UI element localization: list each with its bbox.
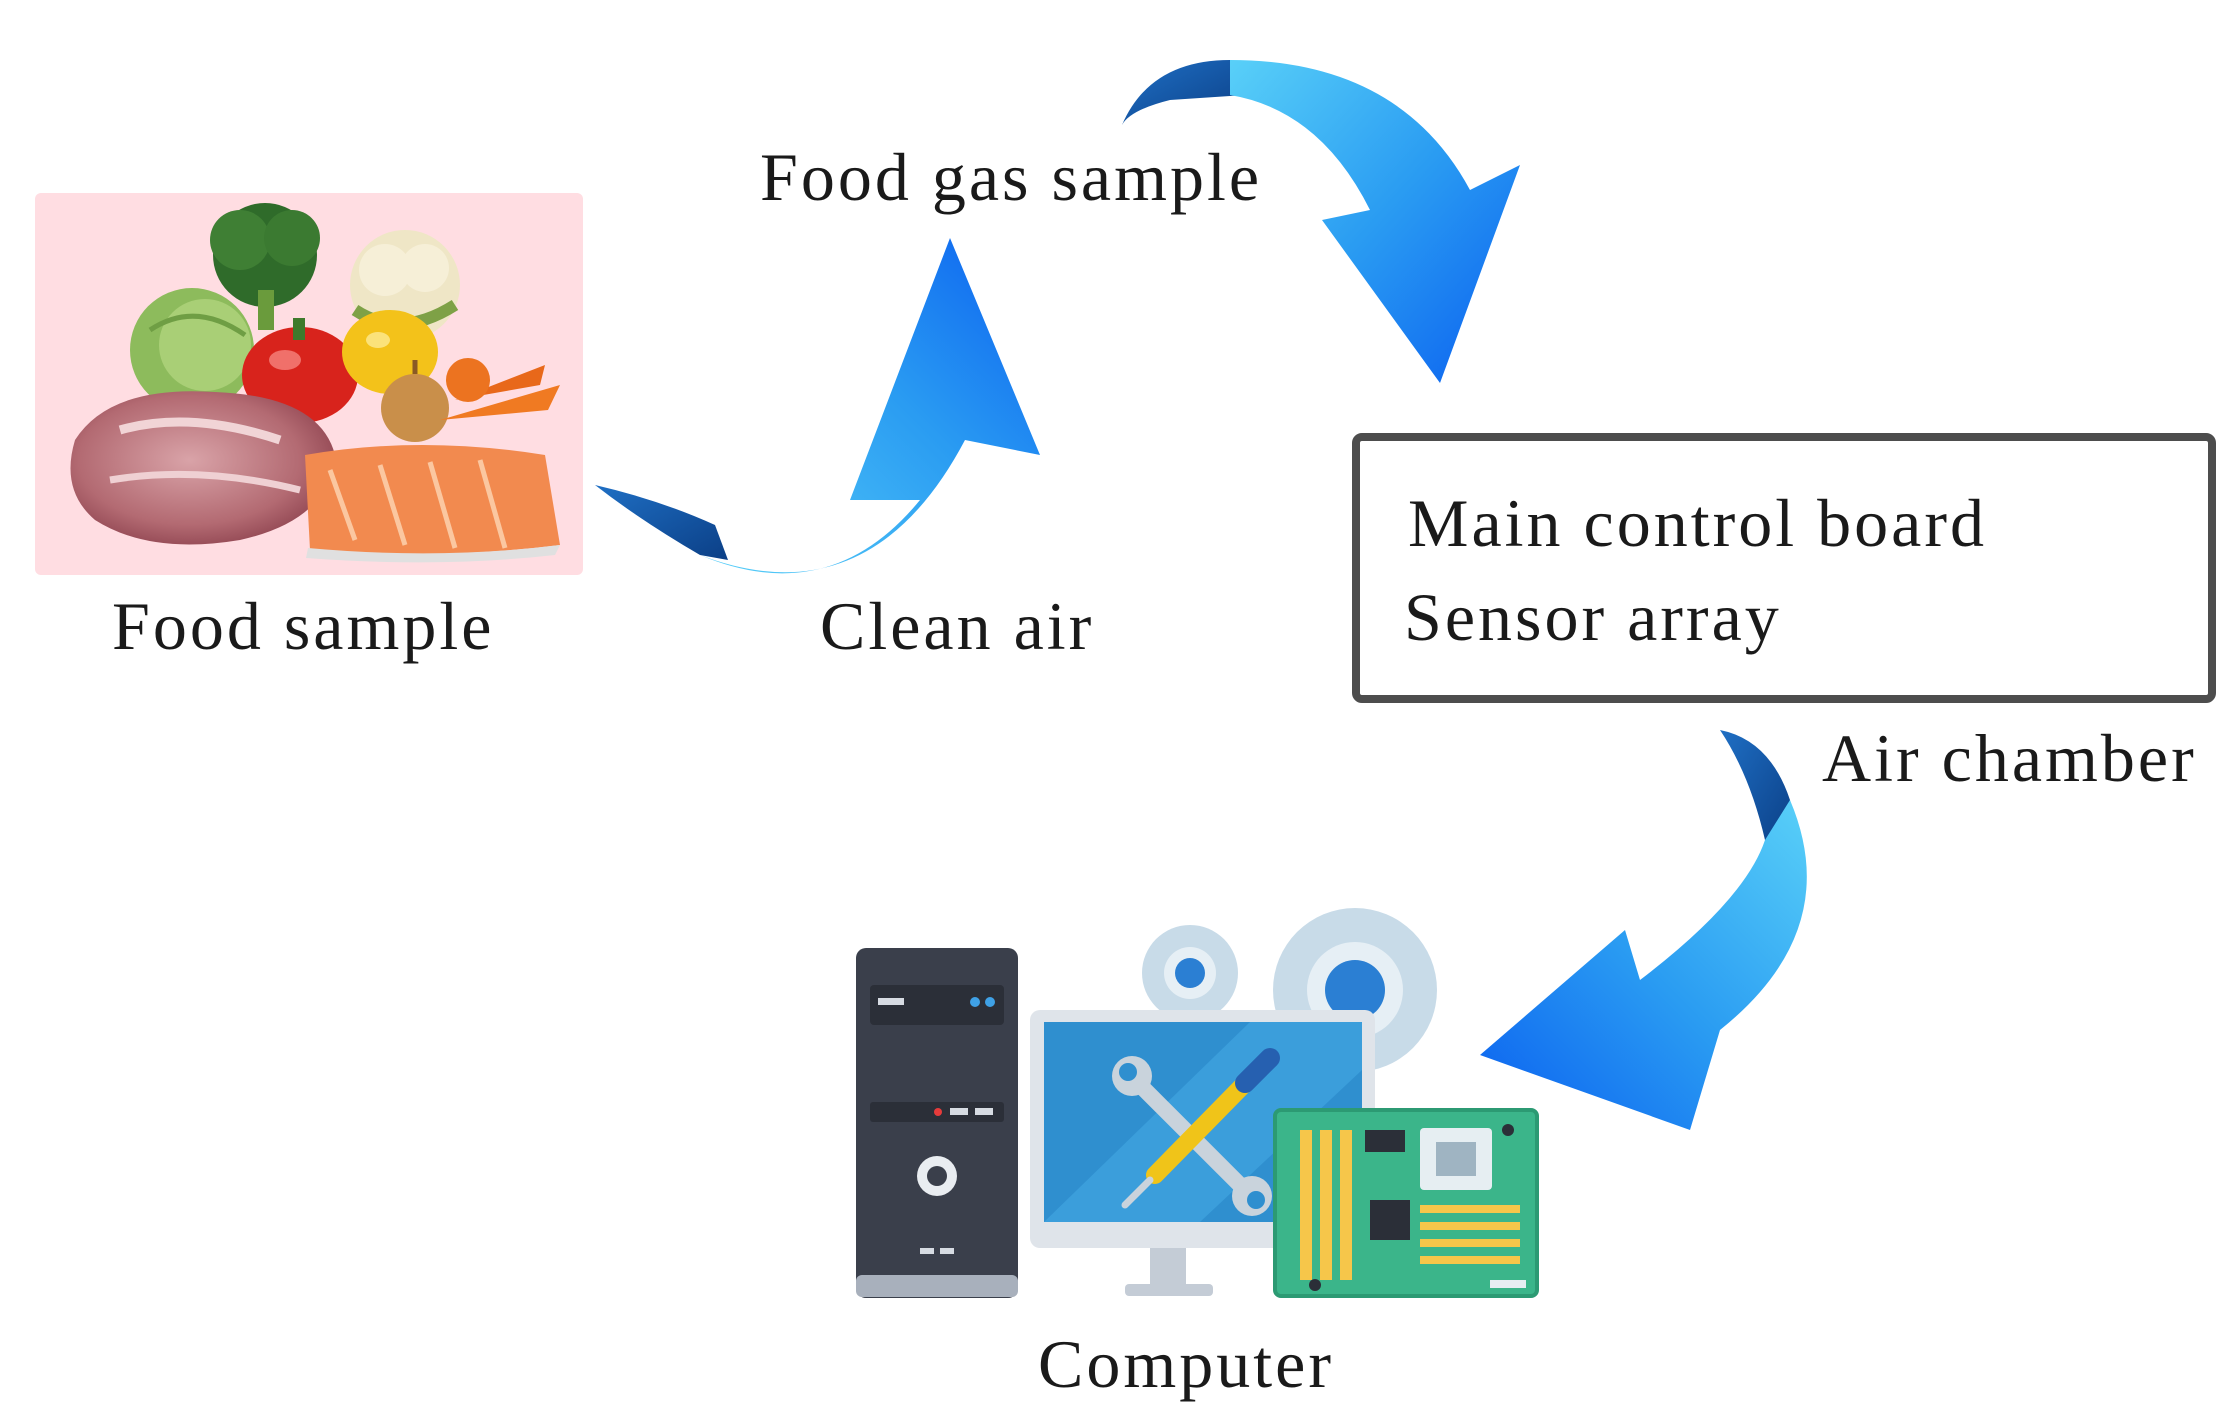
main-control-board-label: Main control board <box>1408 485 1987 561</box>
clean-air-arrow-icon <box>595 238 1040 574</box>
food-sample-label: Food sample <box>112 588 495 664</box>
computer-label: Computer <box>1038 1326 1334 1402</box>
circuit-board-icon <box>1273 1108 1539 1298</box>
food-sample-image <box>35 193 583 575</box>
food-gas-sample-label: Food gas sample <box>760 139 1263 215</box>
chamber-to-computer-arrow-icon <box>1480 730 1807 1130</box>
clean-air-label: Clean air <box>820 588 1095 664</box>
computer-tower-icon <box>856 948 1018 1298</box>
gas-sample-arrow-icon <box>1122 60 1520 383</box>
sensor-array-label: Sensor array <box>1404 579 1782 655</box>
air-chamber-label: Air chamber <box>1822 720 2197 796</box>
monitor-tools-icon <box>1030 1010 1375 1296</box>
air-chamber-box: Main control board Sensor array <box>1352 433 2216 703</box>
